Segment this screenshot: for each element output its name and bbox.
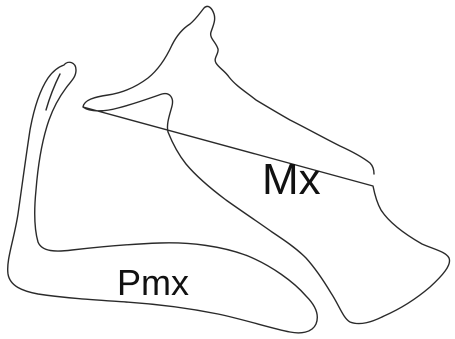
maxilla-label: Mx xyxy=(262,155,321,204)
premaxilla-label: Pmx xyxy=(117,262,189,303)
premaxilla-inner-ridge xyxy=(46,74,60,110)
